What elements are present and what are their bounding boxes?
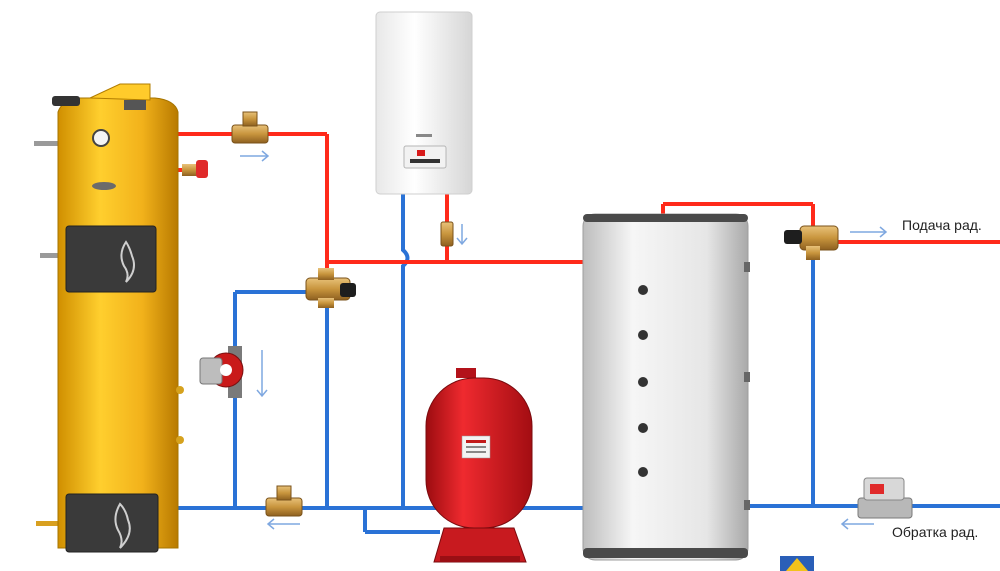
circulation-pump-icon — [857, 477, 913, 519]
circulation-pump-icon — [199, 346, 244, 398]
electric-boiler-icon — [375, 11, 473, 195]
arrow-down-icon — [456, 224, 468, 246]
arrow-left-icon — [840, 518, 874, 530]
cold-pipe-electric-boiler-return — [401, 192, 410, 508]
solid-fuel-boiler-icon — [34, 83, 184, 553]
mixing-valve-icon — [784, 225, 839, 260]
flow-arrows — [240, 150, 888, 530]
expansion-vessel-icon — [425, 368, 533, 563]
arrow-left-icon — [266, 518, 300, 530]
radiator-supply-label: Подача рад. — [902, 217, 982, 233]
arrow-right-icon — [850, 226, 888, 238]
three-way-valve-icon — [305, 268, 356, 308]
check-valve-icon — [231, 111, 269, 144]
accumulator-tank-icon — [582, 213, 750, 561]
arrow-right-icon — [240, 150, 270, 162]
corner-logo-icon — [780, 556, 814, 571]
filter-valve-icon — [440, 221, 454, 247]
safety-valve-icon — [182, 160, 208, 178]
arrow-down-icon — [256, 350, 268, 398]
check-valve-icon — [265, 485, 303, 517]
radiator-return-label: Обратка рад. — [892, 524, 979, 540]
